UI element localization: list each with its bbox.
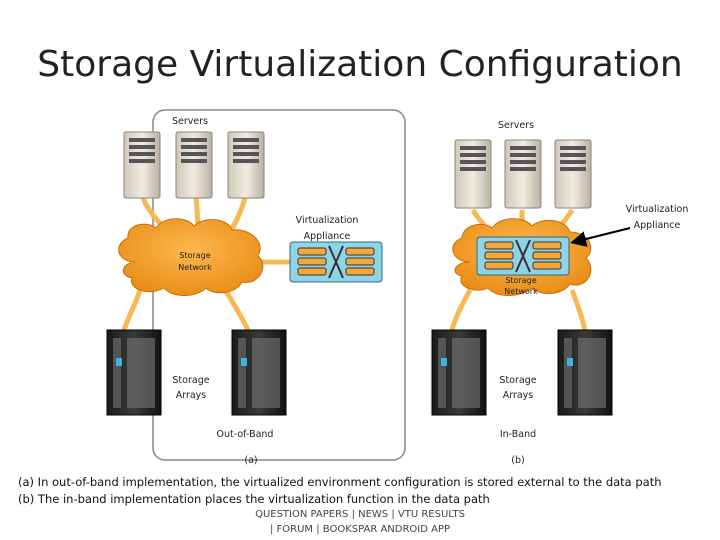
right-appliance-label-2: Appliance [633,220,681,231]
storage-array-icon [231,329,287,416]
right-appliance-label-1: Virtualization [625,204,689,215]
right-virtualization-appliance [476,236,570,276]
footer-line-2[interactable]: | FORUM | BOOKSPAR ANDROID APP [269,524,451,535]
right-arrays-label-1: Storage [499,375,537,386]
storage-array-icon [557,329,613,416]
server-icon [123,131,161,199]
left-network-label-2: Network [178,263,212,272]
left-storage-arrays [106,329,287,416]
left-arrays-label-1: Storage [172,375,210,386]
right-storage-arrays [431,329,613,416]
server-icon [175,131,213,199]
storage-array-icon [106,329,162,416]
server-icon [504,139,542,209]
caption-b: (b) The in-band implementation places th… [18,492,490,506]
right-panel-label: (b) [511,455,525,466]
left-storage-network-cloud [118,218,264,296]
right-servers-label: Servers [497,120,535,131]
page-title: Storage Virtualization Configuration [37,44,683,85]
left-panel-label: (a) [244,455,258,466]
left-mode-label: Out-of-Band [216,429,274,440]
right-arrays-label-2: Arrays [502,390,534,401]
right-servers [454,139,592,209]
left-servers-label: Servers [171,116,209,127]
right-network-label-2: Network [504,287,538,296]
server-icon [227,131,265,199]
right-mode-label: In-Band [499,429,537,440]
server-icon [554,139,592,209]
footer-line-1[interactable]: QUESTION PAPERS | NEWS | VTU RESULTS [255,509,465,520]
left-appliance-label-2: Appliance [303,231,351,242]
left-appliance-label-1: Virtualization [295,215,359,226]
appliance-pointer-arrow [570,227,631,247]
left-network-label-1: Storage [179,251,211,260]
left-arrays-label-2: Arrays [175,390,207,401]
caption-a: (a) In out-of-band implementation, the v… [18,475,662,489]
left-virtualization-appliance [289,241,383,283]
left-servers [123,131,265,199]
server-icon [454,139,492,209]
storage-array-icon [431,329,487,416]
right-network-label-1: Storage [505,276,537,285]
